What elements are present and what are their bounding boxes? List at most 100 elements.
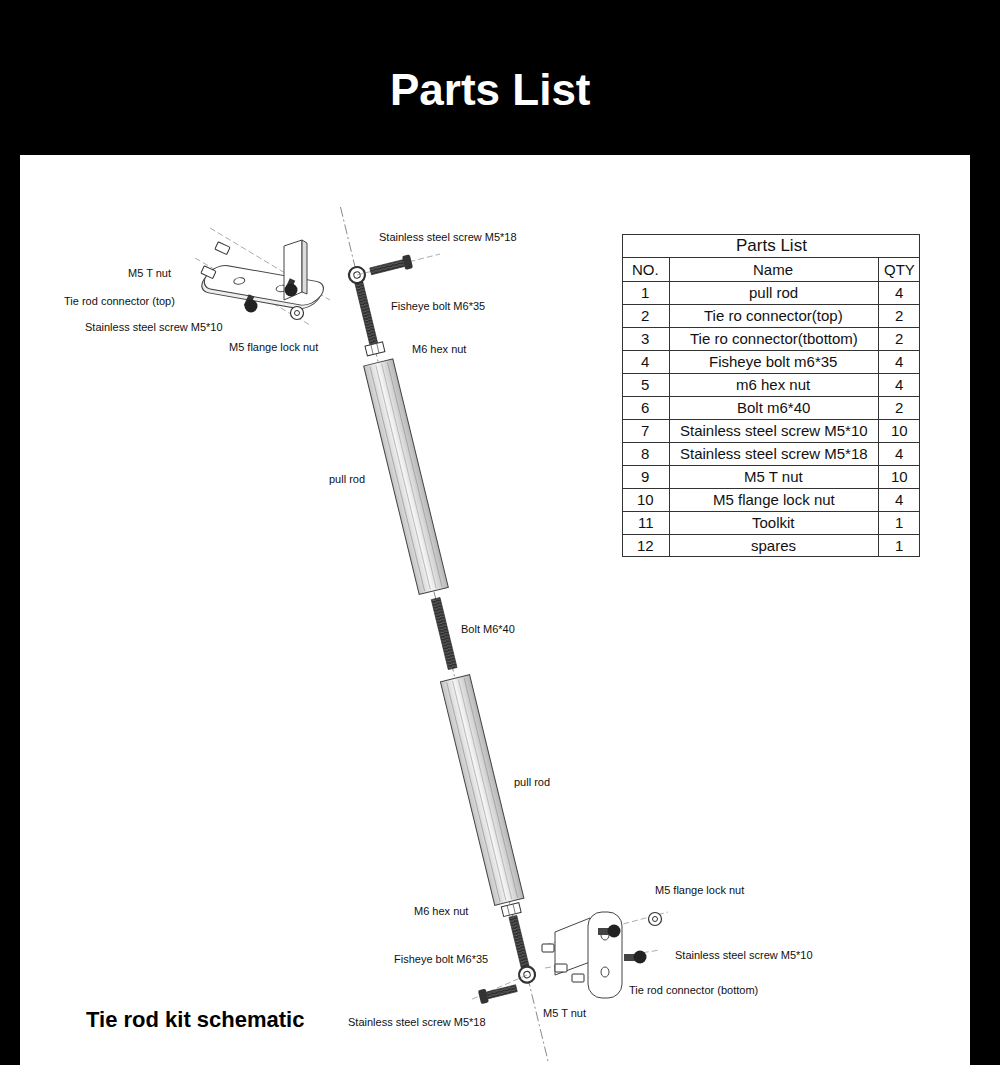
table-header: QTY (884, 261, 915, 278)
parts-table-grid (622, 396, 920, 397)
rod-assembly (382, 364, 437, 588)
table-cell: 12 (637, 537, 654, 554)
table-cell: 10 (891, 422, 908, 439)
part-label: Bolt M6*40 (461, 623, 515, 636)
table-cell: 4 (641, 353, 649, 370)
part-label: M6 hex nut (412, 343, 466, 356)
white-panel (20, 155, 970, 1065)
table-cell: M5 T nut (744, 468, 803, 485)
bottom-connector (470, 975, 527, 1000)
rod-assembly (464, 678, 517, 898)
table-cell: 1 (895, 514, 903, 531)
table-cell: pull rod (749, 284, 798, 301)
table-cell: 4 (895, 284, 903, 301)
table-cell: 2 (895, 307, 903, 324)
table-cell: Tie ro connector(top) (704, 307, 843, 324)
table-cell: 4 (895, 445, 903, 462)
bottom-connector (478, 981, 518, 1004)
rod-assembly (507, 905, 509, 915)
bottom-connector (653, 917, 658, 922)
table-cell: Stainless steel screw M5*18 (680, 445, 868, 462)
table-cell: 10 (637, 491, 654, 508)
part-label: Tie rod connector (top) (64, 295, 175, 308)
table-cell: 8 (641, 445, 649, 462)
bottom-connector (478, 989, 489, 1005)
table-cell: 11 (638, 514, 654, 531)
parts-table-grid (622, 488, 920, 489)
part-label: M5 flange lock nut (655, 884, 744, 897)
table-cell: 4 (895, 376, 903, 393)
bottom-connector (555, 964, 567, 972)
rod-assembly (364, 359, 449, 594)
table-cell: 10 (891, 468, 908, 485)
parts-table-grid (622, 534, 920, 535)
rod-assembly (387, 362, 442, 586)
parts-table-grid (622, 419, 920, 420)
bottom-connector (542, 944, 554, 952)
bottom-connector (572, 974, 584, 982)
parts-table-grid (878, 258, 879, 557)
parts-table-grid (622, 350, 920, 351)
rod-assembly (509, 915, 529, 967)
table-header: NO. (632, 261, 659, 278)
rod-assembly (523, 971, 531, 979)
bottom-connector (608, 925, 621, 938)
table-cell: M5 flange lock nut (713, 491, 835, 508)
part-label: pull rod (329, 473, 365, 486)
bottom-connector (649, 913, 662, 926)
rod-assembly (355, 282, 378, 345)
bottom-connector (486, 985, 517, 999)
part-label: Stainless steel screw M5*10 (675, 949, 813, 962)
parts-table-grid (623, 235, 920, 557)
rod-assembly (513, 904, 515, 914)
table-cell: Bolt m6*40 (737, 399, 810, 416)
table-cell: spares (751, 537, 796, 554)
rod-assembly (453, 681, 506, 901)
table-cell: 6 (641, 399, 649, 416)
table-cell: 4 (895, 491, 903, 508)
rod-assembly (326, 203, 563, 1065)
parts-table-grid (622, 327, 920, 328)
top-connector (402, 254, 413, 270)
top-connector (215, 242, 230, 255)
part-label: pull rod (514, 776, 550, 789)
part-label: Stainless steel screw M5*18 (348, 1016, 486, 1029)
parts-table-grid (622, 465, 920, 466)
part-label: M5 T nut (128, 267, 171, 280)
table-title: Parts List (736, 236, 807, 256)
part-label: M6 hex nut (414, 905, 468, 918)
rod-assembly (340, 207, 548, 1062)
parts-table-grid (622, 257, 920, 258)
rod-assembly (370, 367, 425, 591)
part-label: Tie rod connector (bottom) (629, 984, 758, 997)
top-connector (201, 266, 216, 279)
top-connector (357, 254, 440, 275)
rod-assembly (371, 345, 373, 355)
top-connector (245, 300, 258, 313)
table-cell: 7 (641, 422, 649, 439)
bottom-connector (588, 912, 622, 998)
table-cell: Fisheye bolt m6*35 (709, 353, 837, 370)
table-cell: 5 (641, 376, 649, 393)
rod-assembly (440, 675, 523, 906)
top-connector (295, 311, 300, 316)
bottom-connector (555, 918, 590, 975)
table-cell: Toolkit (752, 514, 795, 531)
bottom-connector (601, 967, 609, 977)
top-connector (232, 277, 246, 285)
top-connector (196, 263, 329, 310)
table-cell: Tie ro connector(tbottom) (690, 330, 858, 347)
parts-table-grid (622, 511, 920, 512)
table-cell: 2 (895, 399, 903, 416)
parts-table-grid (622, 304, 920, 305)
rod-assembly (458, 679, 511, 899)
top-connector (291, 307, 304, 320)
bottom-connector (634, 951, 647, 964)
parts-table-grid (622, 373, 920, 374)
top-connector (370, 260, 405, 275)
rod-assembly (431, 598, 457, 670)
part-label: Fisheye bolt M6*35 (394, 953, 488, 966)
table-cell: 9 (641, 468, 649, 485)
